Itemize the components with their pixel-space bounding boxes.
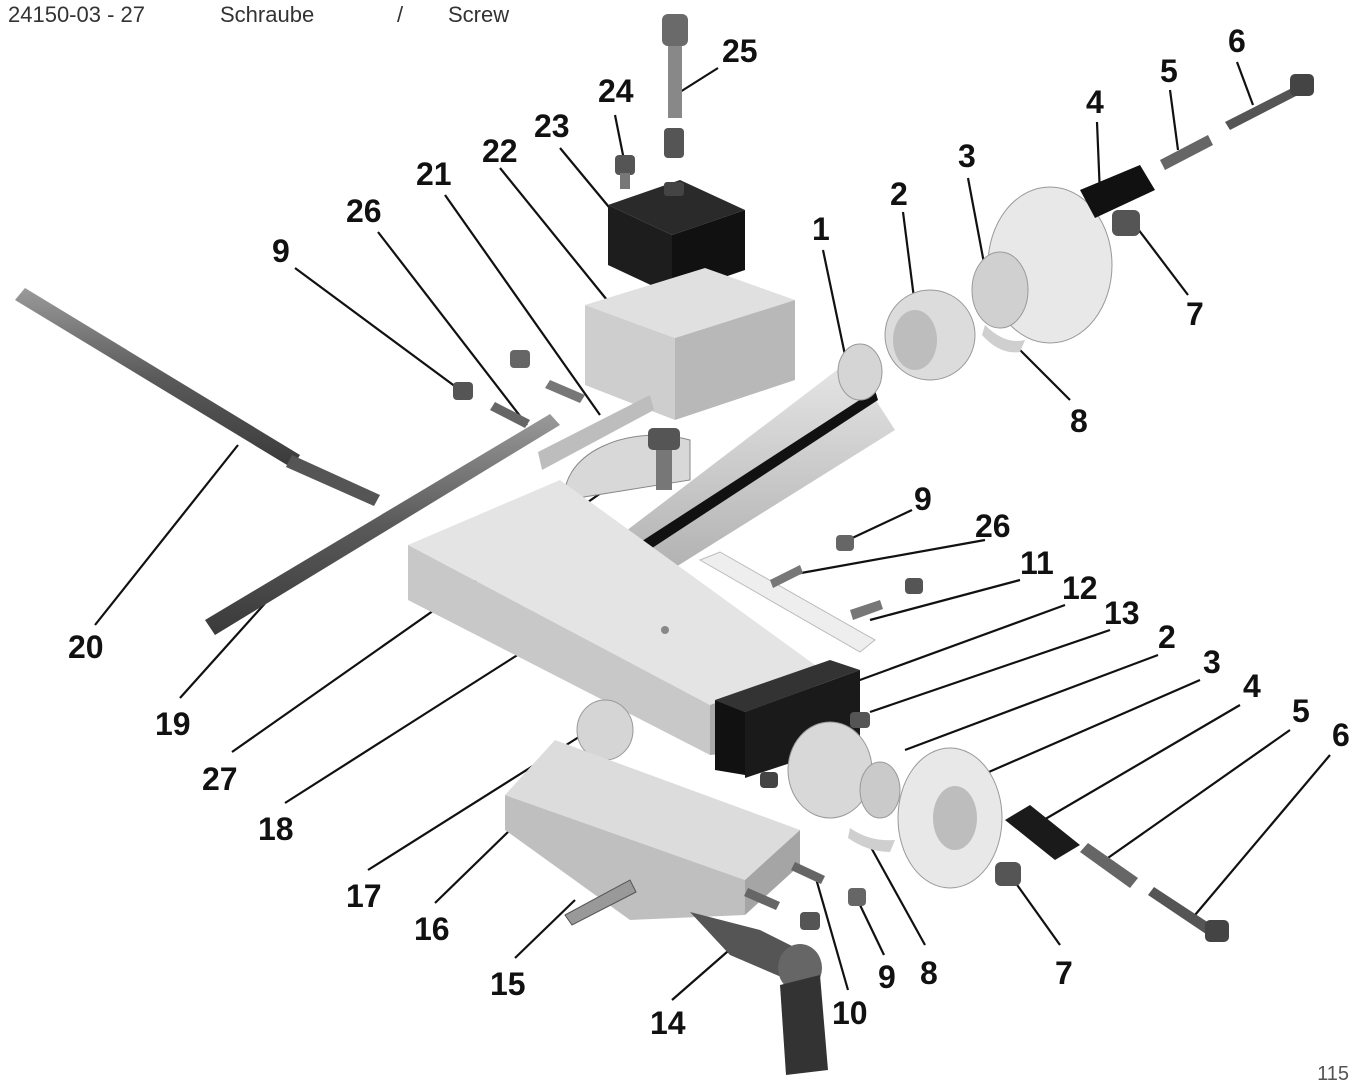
small-fasteners-upper	[453, 350, 585, 428]
callout-9-middle: 9	[914, 481, 932, 517]
small-fasteners-lower	[744, 862, 866, 930]
callout-15: 15	[490, 966, 526, 1002]
callout-5-upper: 5	[1160, 53, 1178, 89]
part-21-gib	[538, 395, 654, 470]
part-6-screw-lower	[1148, 887, 1229, 942]
callout-8-lower: 8	[920, 955, 938, 991]
callout-25: 25	[722, 33, 758, 69]
callout-2-lower: 2	[1158, 619, 1176, 655]
part-22-top-slide	[585, 268, 795, 420]
callout-20: 20	[68, 629, 104, 665]
callout-27: 27	[202, 761, 238, 797]
part-24-screw	[615, 155, 635, 189]
part-17-pivot	[576, 699, 634, 761]
callout-8-upper: 8	[1070, 403, 1088, 439]
callout-14: 14	[650, 1005, 686, 1041]
callout-labels: 25 24 23 22 21 26 9 1 2 3 4 5 6 7 8 20 1…	[68, 23, 1350, 1041]
callout-5-lower: 5	[1292, 693, 1310, 729]
callout-9-upper: 9	[272, 233, 290, 269]
callout-19: 19	[155, 706, 191, 742]
header-separator: /	[397, 2, 404, 27]
callout-22: 22	[482, 133, 518, 169]
callout-1: 1	[812, 211, 830, 247]
small-fasteners-middle	[760, 535, 923, 788]
callout-4-upper: 4	[1086, 84, 1104, 120]
part-5-pin-lower	[1080, 843, 1138, 888]
part-2-bushing-lower	[787, 721, 901, 819]
part-4-sleeve-upper	[1080, 165, 1155, 218]
callout-26-lower: 26	[975, 508, 1011, 544]
callout-13: 13	[1104, 595, 1140, 631]
part-6-screw-upper	[1225, 74, 1314, 130]
part-14-handle	[690, 912, 828, 1075]
callout-2-upper: 2	[890, 176, 908, 212]
header-name-en: Screw	[448, 2, 510, 27]
callout-3-upper: 3	[958, 138, 976, 174]
part-25-screw	[662, 14, 688, 158]
callout-11: 11	[1020, 545, 1054, 581]
callout-6-upper: 6	[1228, 23, 1246, 59]
part-3-handwheel-lower	[848, 747, 1003, 889]
callout-16: 16	[414, 911, 450, 947]
callout-17: 17	[346, 878, 382, 914]
part-1-compound-slide	[575, 343, 895, 605]
callout-24: 24	[598, 73, 634, 109]
part-7-nut-upper	[1112, 210, 1140, 236]
part-2-bushing-upper	[884, 289, 976, 381]
part-7-nut-lower	[995, 862, 1021, 886]
header-name-de: Schraube	[220, 2, 315, 27]
part-15-gib	[564, 879, 637, 926]
callout-4-lower: 4	[1243, 668, 1261, 704]
page-number: 115	[1317, 1063, 1349, 1085]
part-11-gib	[698, 551, 876, 653]
part-4-sleeve-lower	[1005, 805, 1080, 860]
part-12-end-plate	[715, 660, 860, 778]
callout-18: 18	[258, 811, 294, 847]
header-part-number: 24150-03 - 27	[8, 2, 145, 27]
leader-lines	[94, 61, 1331, 1001]
callout-7-upper: 7	[1186, 296, 1204, 332]
callout-26-upper: 26	[346, 193, 382, 229]
callout-23: 23	[534, 108, 570, 144]
callout-6-lower: 6	[1332, 717, 1350, 753]
part-19-threaded-rod	[205, 414, 560, 635]
callout-7-lower: 7	[1055, 955, 1073, 991]
part-27-screw-and-dial	[564, 428, 691, 501]
callout-3-lower: 3	[1203, 644, 1221, 680]
callout-10: 10	[832, 995, 868, 1031]
part-3-handwheel-upper	[971, 186, 1113, 353]
callout-12: 12	[1062, 570, 1098, 606]
part-20-lead-screw	[15, 288, 380, 506]
part-5-pin-upper	[1160, 135, 1213, 170]
callout-21: 21	[416, 156, 452, 192]
callout-9-lower: 9	[878, 959, 896, 995]
